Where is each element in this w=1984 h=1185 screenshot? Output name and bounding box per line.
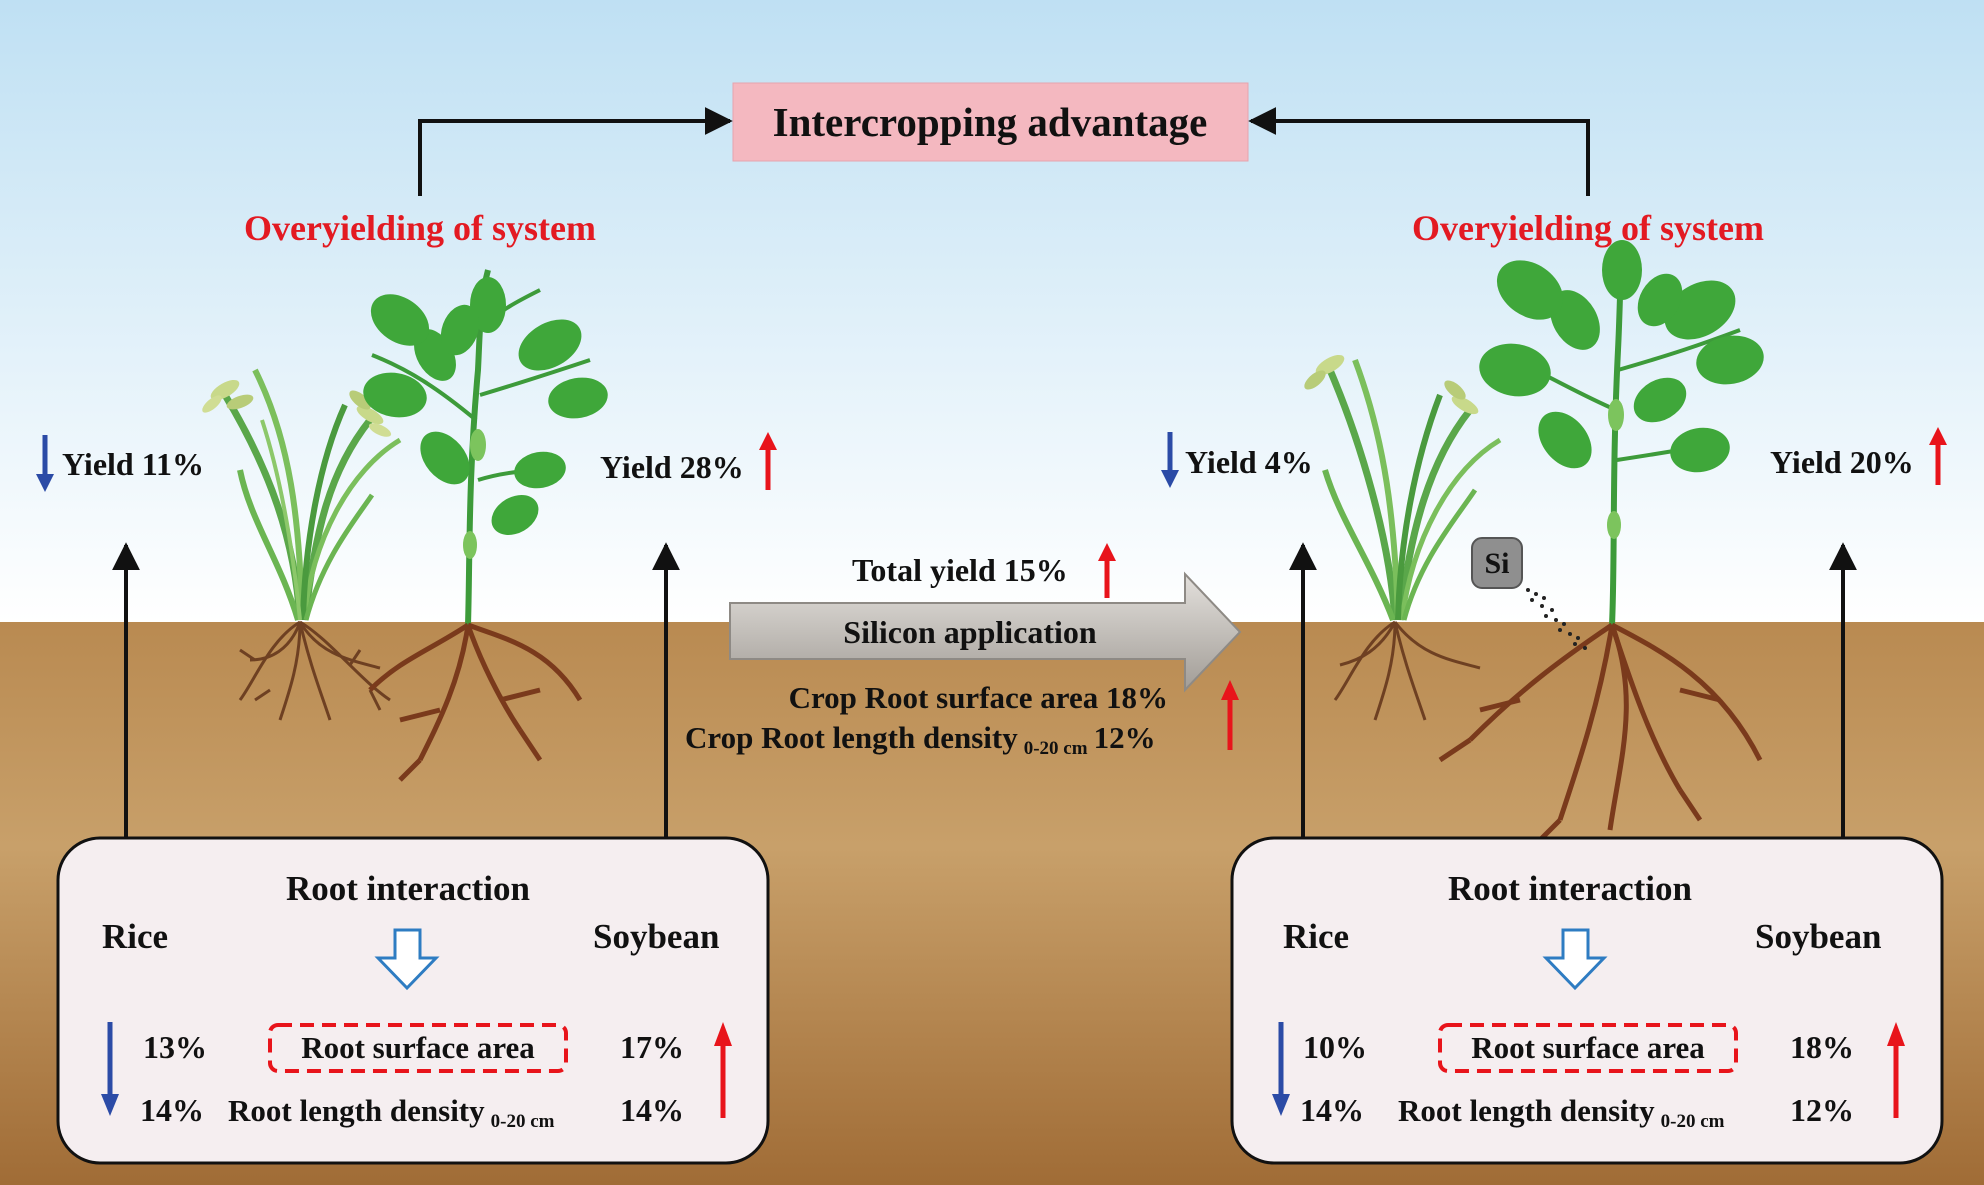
left-box-rice-label: Rice — [102, 917, 168, 956]
left-connector-arrow — [418, 107, 733, 196]
page-title: Intercropping advantage — [773, 99, 1208, 145]
right-overyield-label: Overyielding of system — [1412, 208, 1764, 248]
right-box-rsa-highlight — [1438, 1023, 1738, 1073]
silicon-label: Si — [1484, 547, 1509, 580]
right-box-rice-label: Rice — [1283, 917, 1349, 956]
right-box-rice-rsa: 10% — [1303, 1029, 1367, 1065]
left-box-down-arrow-icon — [374, 928, 440, 991]
right-soybean-roots — [1438, 622, 1763, 842]
left-rice-yield-indicator: Yield 11% — [36, 435, 204, 492]
title-box — [732, 82, 1249, 162]
right-rice-yield-label: Yield 4% — [1185, 444, 1313, 480]
right-rice-yield-indicator: Yield 4% — [1161, 432, 1313, 488]
left-soy-yield-indicator: Yield 28% — [600, 432, 777, 490]
left-soybean-roots — [368, 622, 583, 782]
total-yield-label: Total yield 15% — [852, 552, 1068, 588]
left-box-soybean-label: Soybean — [593, 917, 719, 956]
center-rsa-label: Crop Root surface area 18% — [789, 680, 1168, 715]
left-soy-yield-label: Yield 28% — [600, 449, 744, 485]
right-box-rice-decrease-arrow — [1272, 1022, 1290, 1116]
right-root-interaction-box: Root interaction Rice Soybean 10% 14% Ro… — [1230, 836, 1944, 1165]
left-box-heading: Root interaction — [286, 869, 530, 908]
right-box-soy-rld: 12% — [1790, 1092, 1854, 1128]
right-rice-roots — [1333, 620, 1481, 721]
silicon-particles — [1526, 588, 1587, 650]
left-soybean-plant — [363, 269, 608, 626]
right-soybean-plant — [1479, 240, 1764, 626]
left-root-interaction-box: Root interaction Rice Soybean 13% 14% Ro… — [56, 836, 770, 1165]
right-soy-yield-label: Yield 20% — [1770, 444, 1914, 480]
silicon-bag: Si — [1471, 537, 1523, 589]
right-box-down-arrow-icon — [1542, 928, 1608, 991]
right-box-heading: Root interaction — [1448, 869, 1692, 908]
silicon-application-arrow — [729, 571, 1242, 693]
left-rice-roots — [238, 620, 391, 721]
right-box-soybean-label: Soybean — [1755, 917, 1881, 956]
left-box-rice-rld: 14% — [140, 1092, 204, 1128]
box-to-yield-arrows — [112, 542, 1857, 838]
right-connector-arrow — [1248, 107, 1590, 196]
left-rice-yield-label: Yield 11% — [62, 446, 204, 482]
left-box-soy-rsa: 17% — [620, 1029, 684, 1065]
left-box-rice-decrease-arrow — [101, 1022, 119, 1116]
right-rice-plant — [1304, 354, 1502, 622]
left-box-soy-rld: 14% — [620, 1092, 684, 1128]
center-root-increase-arrow — [1221, 680, 1239, 750]
right-box-soy-increase-arrow — [1887, 1022, 1905, 1118]
right-box-soy-rsa: 18% — [1790, 1029, 1854, 1065]
silicon-application-label: Silicon application — [843, 614, 1097, 650]
right-soy-yield-indicator: Yield 20% — [1770, 427, 1947, 485]
left-box-rsa-highlight — [268, 1023, 568, 1073]
left-box-rice-rsa: 13% — [143, 1029, 207, 1065]
left-box-rsa-label: Root surface area — [301, 1030, 535, 1065]
right-box-rsa-label: Root surface area — [1471, 1030, 1705, 1065]
left-rice-plant — [202, 368, 402, 621]
left-overyield-label: Overyielding of system — [244, 208, 596, 248]
right-box-rice-rld: 14% — [1300, 1092, 1364, 1128]
left-box-soy-increase-arrow — [714, 1022, 732, 1118]
total-yield-increase-arrow — [1098, 543, 1116, 598]
